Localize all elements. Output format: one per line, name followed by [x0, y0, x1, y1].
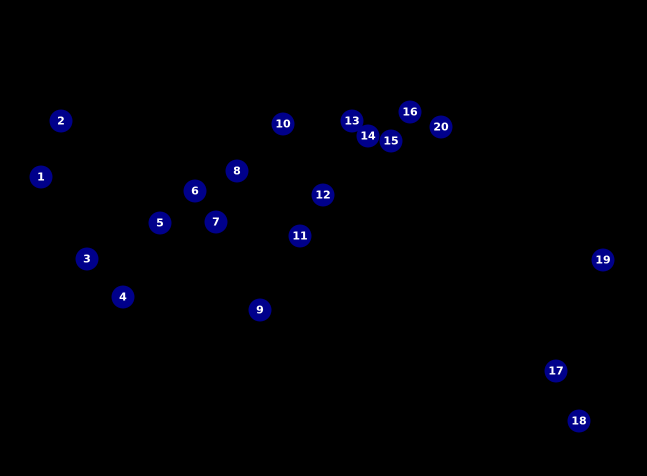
- marker-badge-11[interactable]: 11: [288, 224, 312, 248]
- marker-badge-14[interactable]: 14: [356, 124, 380, 148]
- marker-badge-18[interactable]: 18: [567, 409, 591, 433]
- marker-badge-13[interactable]: 13: [340, 109, 364, 133]
- marker-badge-6[interactable]: 6: [183, 179, 207, 203]
- marker-badge-15[interactable]: 15: [379, 129, 403, 153]
- marker-badge-7[interactable]: 7: [204, 210, 228, 234]
- marker-badge-19[interactable]: 19: [591, 248, 615, 272]
- marker-badge-5[interactable]: 5: [148, 211, 172, 235]
- marker-badge-3[interactable]: 3: [75, 247, 99, 271]
- marker-badge-1[interactable]: 1: [29, 165, 53, 189]
- marker-badge-2[interactable]: 2: [49, 109, 73, 133]
- marker-badge-20[interactable]: 20: [429, 115, 453, 139]
- marker-badge-9[interactable]: 9: [248, 298, 272, 322]
- marker-badge-17[interactable]: 17: [544, 359, 568, 383]
- marker-badge-10[interactable]: 10: [271, 112, 295, 136]
- marker-badge-16[interactable]: 16: [398, 100, 422, 124]
- marker-badge-8[interactable]: 8: [225, 159, 249, 183]
- marker-badge-12[interactable]: 12: [311, 183, 335, 207]
- marker-badge-4[interactable]: 4: [111, 285, 135, 309]
